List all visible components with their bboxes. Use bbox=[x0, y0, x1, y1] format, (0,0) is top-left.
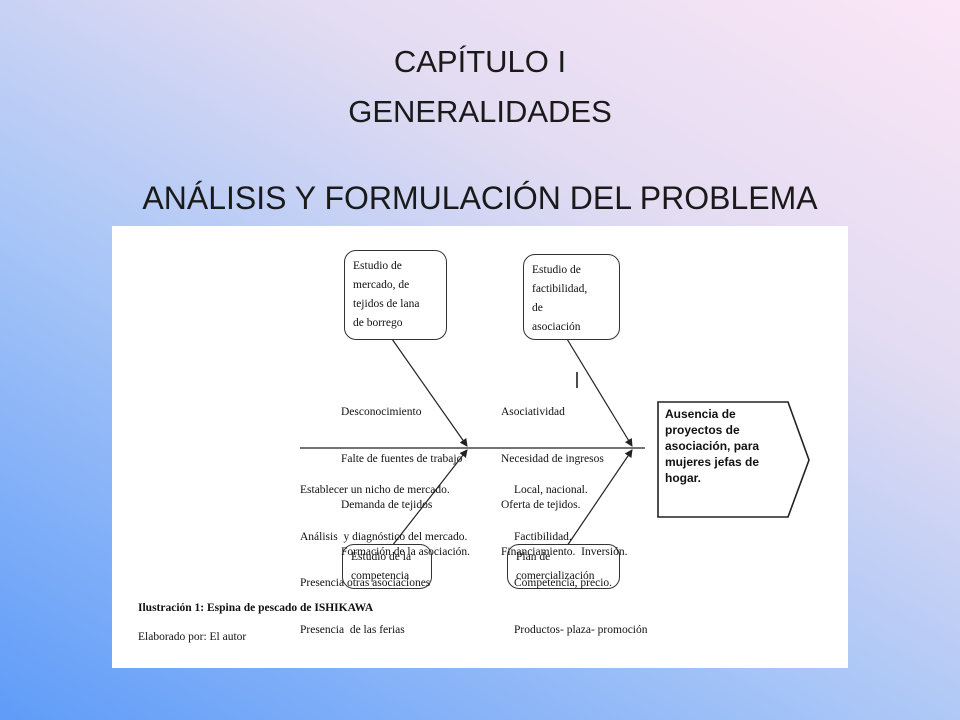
category-text: comercialización bbox=[516, 570, 595, 582]
cause-item: Falte de fuentes de trabajo bbox=[341, 452, 463, 465]
figure-caption: Ilustración 1: Espina de pescado de ISHI… bbox=[138, 602, 374, 614]
category-text: Estudio de la bbox=[351, 551, 412, 563]
cause-item: Formación de la asociación. bbox=[341, 545, 471, 558]
category-text: factibilidad, bbox=[532, 283, 588, 295]
slide-subtitle: ANÁLISIS Y FORMULACIÓN DEL PROBLEMA bbox=[142, 180, 818, 216]
causes-bottom-left: Establecer un nicho de mercado. Análisis… bbox=[300, 452, 467, 669]
bone-bottom-left bbox=[391, 449, 468, 547]
cause-item: Local, nacional. bbox=[514, 484, 588, 496]
slide-title-line2: GENERALIDADES bbox=[348, 94, 612, 129]
figure-author: Elaborado por: El autor bbox=[138, 631, 247, 643]
category-box-feasibility-study: Estudio de factibilidad, de asociación bbox=[523, 254, 620, 340]
category-text: Plan de bbox=[516, 551, 551, 563]
effect-label: Ausencia de proyectos de asociación, par… bbox=[665, 407, 760, 485]
effect-shape bbox=[657, 401, 810, 518]
category-text: Estudio de bbox=[532, 264, 581, 276]
bone-top-left bbox=[391, 338, 468, 447]
cause-item: Oferta de tejidos. bbox=[501, 499, 581, 511]
cause-item: Competencia, precio. bbox=[514, 577, 613, 589]
category-text: competencia bbox=[351, 570, 410, 582]
category-text: mercado, de bbox=[353, 279, 410, 291]
cause-item: Asociatividad bbox=[501, 406, 565, 418]
category-text: de borrego bbox=[353, 317, 403, 329]
category-box-competition-study: Estudio de la competencia bbox=[342, 544, 432, 589]
cause-item: Desconocimiento bbox=[341, 406, 422, 418]
cause-item: Análisis y diagnóstico del mercado. bbox=[300, 530, 468, 543]
category-text: Estudio de bbox=[353, 260, 402, 272]
category-text: tejidos de lana bbox=[353, 298, 420, 310]
cause-item: Factibilidad. bbox=[514, 530, 572, 543]
causes-top-right: Asociatividad Necesidad de ingresos Ofer… bbox=[501, 374, 627, 591]
causes-bottom-right: Local, nacional. Factibilidad. Competenc… bbox=[514, 452, 658, 669]
ishikawa-diagram: Estudio de mercado, de tejidos de lana d… bbox=[112, 226, 848, 668]
cause-item: Necesidad de ingresos bbox=[501, 452, 604, 465]
category-text: de bbox=[532, 302, 543, 314]
causes-top-left: Desconocimiento Falte de fuentes de trab… bbox=[341, 374, 470, 591]
cause-item: Presencia de las ferias bbox=[300, 623, 405, 636]
cause-item: Productos- plaza- promoción bbox=[514, 623, 648, 636]
cause-item: Establecer un nicho de mercado. bbox=[300, 484, 450, 496]
diagram-lines bbox=[300, 338, 810, 547]
bone-bottom-right bbox=[566, 449, 633, 547]
slide-title-line1: CAPÍTULO I bbox=[393, 44, 567, 79]
category-text: asociación bbox=[532, 321, 581, 333]
bone-top-right bbox=[566, 338, 633, 447]
cause-item: Demanda de tejidos bbox=[341, 499, 433, 511]
cause-item: Financiamiento. Inversión. bbox=[501, 545, 628, 558]
category-box-marketing-plan: Plan de comercialización bbox=[507, 544, 620, 589]
cause-item: Presencia otras asociaciones bbox=[300, 577, 431, 589]
category-box-market-study: Estudio de mercado, de tejidos de lana d… bbox=[344, 250, 447, 340]
